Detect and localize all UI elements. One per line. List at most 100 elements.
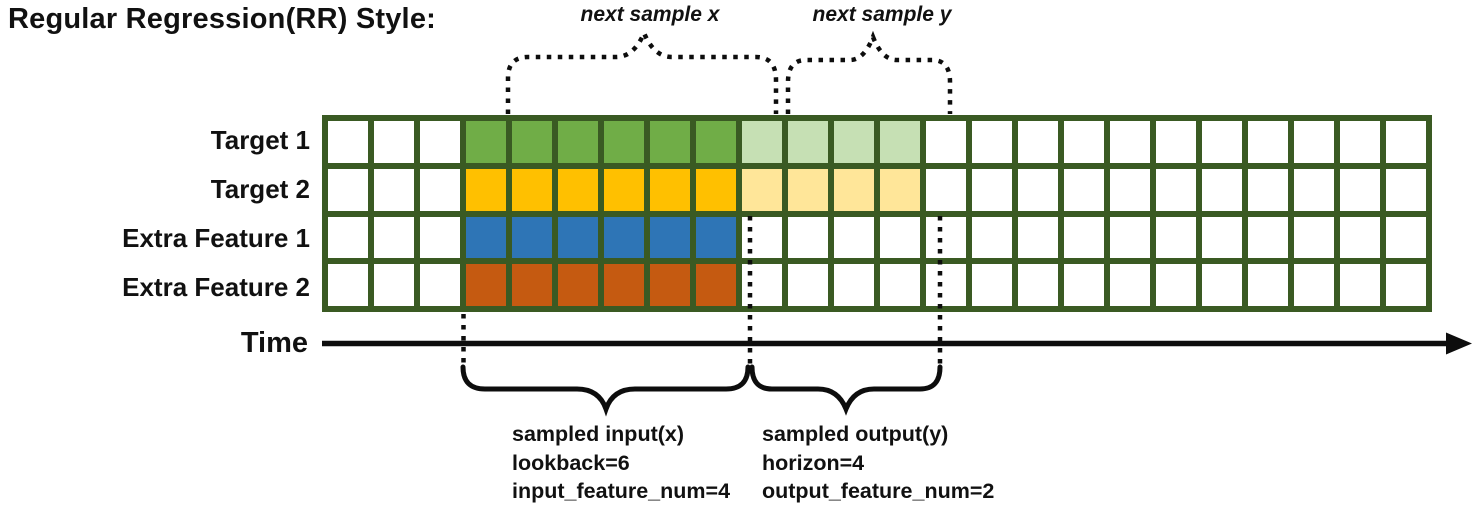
grid-cell [374, 264, 414, 306]
grid-cell [926, 264, 966, 306]
grid-cell [696, 168, 736, 211]
grid-cell [926, 216, 966, 259]
grid-cell [558, 216, 598, 259]
next-sample-y-label: next sample y [812, 3, 952, 26]
grid-cell [1386, 168, 1426, 211]
grid-cell [650, 216, 690, 259]
row-label-extra-feature-2: Extra Feature 2 [122, 272, 310, 302]
grid-cell [742, 264, 782, 306]
time-axis-label: Time [240, 327, 308, 359]
grid-cell [466, 216, 506, 259]
grid-cell [650, 168, 690, 211]
grid-cell [420, 168, 460, 211]
grid-cell [1340, 216, 1380, 259]
grid-cell [834, 121, 874, 163]
grid-cell [1248, 264, 1288, 306]
grid-cell [1248, 121, 1288, 163]
grid-cell [880, 168, 920, 211]
grid-cell [742, 168, 782, 211]
grid-cell [834, 168, 874, 211]
grid-cell [420, 121, 460, 163]
sampled-input-note: sampled input(x) lookback=6 input_featur… [512, 420, 730, 506]
grid-cell [650, 121, 690, 163]
grid-cell [466, 168, 506, 211]
grid-cell [788, 264, 828, 306]
grid-cell [972, 121, 1012, 163]
grid-cell [788, 168, 828, 211]
grid-cell [742, 216, 782, 259]
grid-cell [420, 264, 460, 306]
grid-cell [1340, 168, 1380, 211]
grid-cell [742, 121, 782, 163]
grid-cell [1386, 121, 1426, 163]
grid-cell [558, 121, 598, 163]
grid-cell [558, 264, 598, 306]
grid-cell [880, 216, 920, 259]
grid-cell [512, 264, 552, 306]
row-label-target-1: Target 1 [210, 125, 310, 155]
grid-cell [1386, 264, 1426, 306]
grid-cell [1110, 168, 1150, 211]
grid-cell [1248, 216, 1288, 259]
grid-cell [788, 121, 828, 163]
grid-cell [1110, 121, 1150, 163]
grid-cell [374, 121, 414, 163]
grid-cell [1202, 168, 1242, 211]
grid-cell [420, 216, 460, 259]
grid-cell [1156, 216, 1196, 259]
next-sample-x-brace [505, 27, 779, 114]
sampled-input-line3: input_feature_num=4 [512, 479, 731, 503]
grid-cell [558, 168, 598, 211]
grid-cell [328, 264, 368, 306]
grid-cell [1340, 264, 1380, 306]
grid-cell [1202, 216, 1242, 259]
grid-cell [1110, 264, 1150, 306]
grid-cell [880, 264, 920, 306]
grid-cell [972, 168, 1012, 211]
grid-cell [466, 264, 506, 306]
grid-cell [972, 216, 1012, 259]
grid-cell [696, 216, 736, 259]
grid-cell [1202, 121, 1242, 163]
sampled-input-line2: lookback=6 [512, 450, 630, 475]
next-sample-y-brace [785, 30, 953, 114]
grid-cell [880, 121, 920, 163]
sampled-input-brace [460, 364, 751, 417]
grid-cell [1386, 216, 1426, 259]
grid-cell [1064, 264, 1104, 306]
grid-cell [788, 216, 828, 259]
grid-cell [512, 121, 552, 163]
grid-cell [374, 168, 414, 211]
grid-cell [1294, 121, 1334, 163]
grid-cell [1018, 264, 1058, 306]
diagram-title: Regular Regression(RR) Style: [8, 3, 436, 35]
grid-cell [926, 121, 966, 163]
grid-cell [328, 216, 368, 259]
grid-cell [512, 168, 552, 211]
grid-cell [1248, 168, 1288, 211]
grid-cell [604, 168, 644, 211]
grid-cell [512, 216, 552, 259]
grid-cell [604, 264, 644, 306]
grid-cell [834, 216, 874, 259]
grid-cell [1018, 121, 1058, 163]
time-series-grid [322, 115, 1432, 312]
grid-cell [328, 121, 368, 163]
grid-cell [696, 121, 736, 163]
grid-cell [1202, 264, 1242, 306]
grid-cell [1018, 168, 1058, 211]
grid-cell [926, 168, 966, 211]
sampled-output-note: sampled output(y) horizon=4 output_featu… [762, 420, 994, 506]
grid-cell [604, 216, 644, 259]
sampled-output-line1: sampled output(y) [762, 422, 949, 446]
grid-cell [1156, 264, 1196, 306]
grid-cell [1294, 216, 1334, 259]
grid-cell [972, 264, 1012, 306]
grid-cell [1064, 216, 1104, 259]
grid-cell [1156, 121, 1196, 163]
row-label-target-2: Target 2 [210, 174, 310, 204]
grid-cell [1294, 168, 1334, 211]
next-sample-x-label: next sample x [580, 3, 720, 26]
sampled-input-line1: sampled input(x) [512, 422, 685, 446]
grid-cell [466, 121, 506, 163]
